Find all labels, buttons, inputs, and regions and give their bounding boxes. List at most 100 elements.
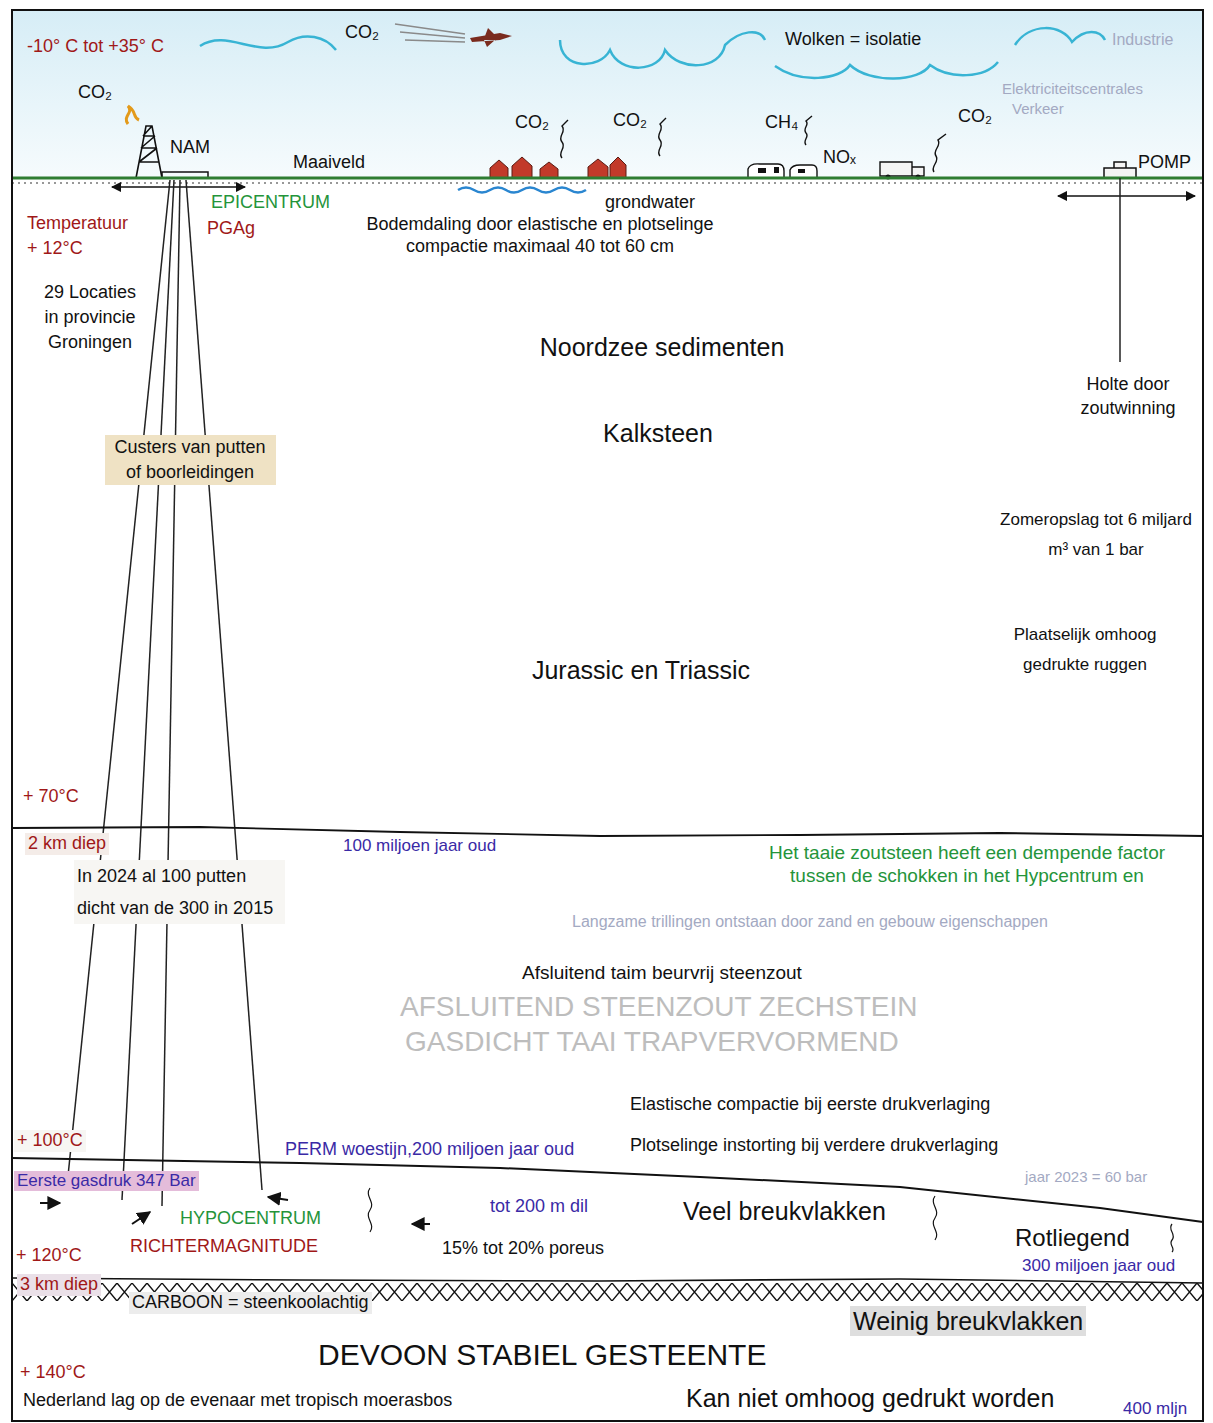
note-text: Elastische compactie bij eerste drukverl… [630,1094,990,1116]
text-slot: Zomeropslag tot 6 miljard m³ van 1 bar [999,505,1194,565]
temperature-label: Temperatuur [27,213,128,235]
layer-name: CARBOON = steenkoolachtig [129,1292,372,1314]
layer-name: Noordzee sedimenten [540,332,785,362]
site-label: NAM [170,137,210,159]
salt-dome-outline [993,250,1203,770]
note-text: 29 Locaties in provincie Groningen [38,280,142,355]
gas-flame [126,106,139,124]
faded-heading: GASDICHT TAAI TRAPVERVORMEND [405,1025,899,1059]
text-slot: grondwater [605,192,695,214]
layer-name: Kalksteen [603,418,713,448]
faded-note: Langzame trillingen ontstaan door zand e… [572,912,1048,931]
fault-line [368,1188,371,1232]
depth-label: 3 km diep [17,1274,101,1296]
text-slot: Verkeer [1012,100,1064,118]
text-slot: NOₓ [823,147,856,169]
emission-squiggle [933,134,946,172]
note-text: Het taaie zoutsteen heeft een dempende f… [767,842,1167,888]
topsoil-line [12,182,1203,183]
faded-note: jaar 2023 = 60 bar [1025,1168,1147,1186]
text-slot: Custers van putten of boorleidingen [105,435,276,485]
text-slot: In 2024 al 100 putten dicht van de 300 i… [74,860,285,924]
layer-name: Afsluitend taim beurvrij steenzout [522,962,802,985]
text-slot: Elastische compactie bij eerste drukverl… [630,1094,990,1116]
cloud [560,32,765,67]
text-slot: Maaiveld [293,152,365,174]
text-slot: Kan niet omhoog gedrukt worden [686,1383,1054,1413]
measure-label: RICHTERMAGNITUDE [130,1236,318,1258]
note-text: Custers van putten of boorleidingen [105,435,276,485]
salt-dome: Zomeropslag tot 6 miljard m³ van 1 barPl… [985,246,1203,830]
emission-label: NOₓ [823,147,856,169]
temperature-label: + 140°C [20,1362,86,1384]
text-slot: DEVOON STABIEL GESTEENTE [318,1337,766,1373]
cavity-outline [1044,263,1200,471]
faded-heading: AFSLUITEND STEENZOUT ZECHSTEIN [400,990,918,1024]
age-label: PERM woestijn,200 miljoen jaar oud [285,1139,574,1161]
text-slot: EPICENTRUM [211,192,330,214]
text-slot: 29 Locaties in provincie Groningen [38,280,142,355]
text-slot: + 12°C [27,238,83,260]
salt-cavity-shape [1043,262,1203,474]
sediment-band: Noordzee sedimentenKalksteenJurassic en … [12,180,1203,840]
text-slot: AFSLUITEND STEENZOUT ZECHSTEIN [400,990,918,1024]
cow-spots [758,167,805,173]
text-slot: Plaatselijk omhoog gedrukte ruggen [998,620,1173,680]
site-label: POMP [1138,152,1191,174]
sediment-fill [12,180,1203,836]
gas-well [68,180,170,1176]
measure-label: PGAg [207,218,255,240]
note-text: Nederland lag op de evenaar met tropisch… [23,1390,452,1412]
age-label: 300 miljoen jaar oud [1022,1256,1175,1276]
text-slot: Elektriciteitscentrales [1002,80,1143,98]
subsidence-arrow [112,186,245,188]
note-text: Veel breukvlakken [683,1196,886,1226]
truck [880,162,924,176]
house [610,157,626,178]
layer-name: Rotliegend [1015,1224,1130,1253]
text-slot: CO₂ [78,82,112,104]
hypocentre-label: HYPOCENTRUM [180,1208,321,1230]
faded-note: Verkeer [1012,100,1064,118]
age-label: 100 miljoen jaar oud [343,836,496,856]
emission-squiggle [805,116,812,145]
text-slot: + 140°C [20,1362,86,1384]
text-slot: Langzame trillingen ontstaan door zand e… [572,912,1048,931]
note-text: In 2024 al 100 putten dicht van de 300 i… [74,860,285,924]
drilling-derrick [136,126,162,178]
text-slot: RICHTERMAGNITUDE [130,1236,318,1258]
text-slot: tot 200 m dil [490,1196,588,1218]
temperature-label: + 120°C [16,1245,82,1267]
text-slot: Afsluitend taim beurvrij steenzout [522,962,802,985]
text-slot: + 70°C [23,786,79,808]
note-text: Plotselinge instorting bij verdere drukv… [630,1135,998,1157]
brine-pipe [1119,178,1121,362]
thickness-label: tot 200 m dil [490,1196,588,1218]
text-slot: Bodemdaling door elastische en plotselin… [330,214,750,257]
text-slot: -10° C tot +35° C [27,36,164,58]
text-slot: Het taaie zoutsteen heeft een dempende f… [767,842,1167,888]
gas-well [186,180,262,1190]
emission-label: CO₂ [78,82,112,104]
note-text: Plaatselijk omhoog gedrukte ruggen [998,620,1173,680]
text-slot: PERM woestijn,200 miljoen jaar oud [285,1139,574,1161]
gas-flow-arrow [268,1197,288,1200]
text-slot: POMP [1138,152,1191,174]
emission-squiggle [659,118,666,156]
subsidence-arrow [1058,195,1195,197]
text-slot: + 100°C [14,1130,86,1152]
text-slot: NAM [170,137,210,159]
emission-label: CO₂ [958,106,992,128]
text-slot: + 120°C [16,1245,82,1267]
emission-label: CO₂ [345,22,379,44]
pump-symbol [1104,162,1136,178]
gas-flow-arrow [132,1212,150,1224]
layer-boundary [12,827,1203,836]
rock-salt-fill [12,827,1203,1222]
text-slot: Plotselinge instorting bij verdere drukv… [630,1135,998,1157]
text-slot: 15% tot 20% poreus [442,1238,604,1260]
text-slot: GASDICHT TAAI TRAPVERVORMEND [405,1025,899,1059]
text-slot: Kalksteen [603,418,713,448]
faded-note: Industrie [1112,30,1173,49]
